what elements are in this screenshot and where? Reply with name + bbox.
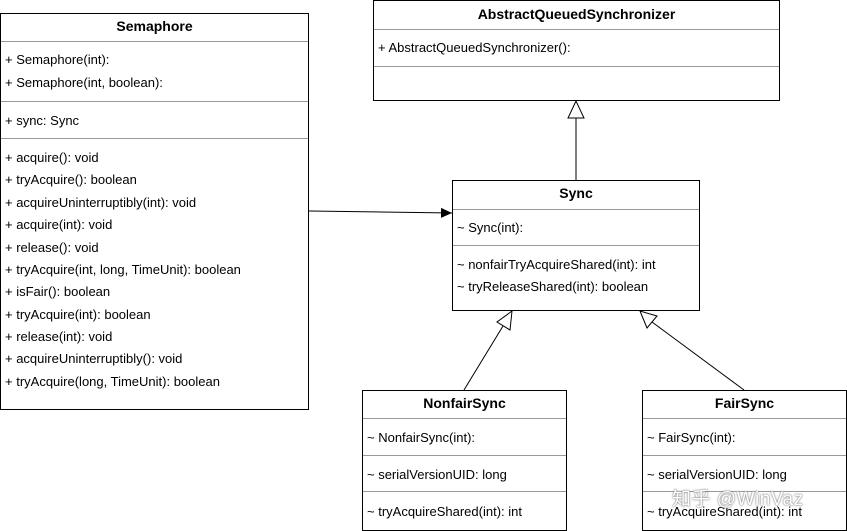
- method: + tryAcquire(int): boolean: [5, 307, 151, 322]
- method: + release(int): void: [5, 329, 113, 344]
- class-title: FairSync: [714, 395, 775, 411]
- field: + sync: Sync: [5, 113, 80, 128]
- method: + isFair(): boolean: [5, 284, 111, 299]
- method: + release(): void: [5, 240, 99, 255]
- inheritance-fair-sync: [651, 321, 745, 391]
- method: + tryAcquire(long, TimeUnit): boolean: [5, 374, 220, 389]
- constructor: ~ NonfairSync(int):: [367, 430, 476, 445]
- constructor: + Semaphore(int, boolean):: [5, 75, 163, 90]
- inheritance-arrowhead-aqs: [567, 99, 585, 119]
- inheritance-arrowhead-nonfair: [496, 309, 513, 331]
- class-sync: Sync ~ Sync(int): ~ nonfairTryAcquireSha…: [452, 180, 700, 311]
- inheritance-arrowhead-fair: [639, 310, 658, 329]
- class-title: Sync: [559, 185, 593, 201]
- class-title: AbstractQueuedSynchronizer: [477, 6, 676, 22]
- class-title: NonfairSync: [423, 395, 506, 411]
- constructor: + AbstractQueuedSynchronizer():: [378, 40, 571, 55]
- method: + acquireUninterruptibly(): void: [5, 351, 183, 366]
- field: ~ serialVersionUID: long: [367, 467, 507, 482]
- method: ~ nonfairTryAcquireShared(int): int: [457, 257, 656, 272]
- inheritance-nonfair-sync: [463, 325, 504, 391]
- method: + tryAcquire(): boolean: [5, 172, 137, 187]
- association-semaphore-sync: [308, 207, 453, 218]
- constructor: ~ FairSync(int):: [647, 430, 736, 445]
- field: ~ serialVersionUID: long: [647, 467, 787, 482]
- watermark: 知乎 @WinVaz: [672, 489, 804, 510]
- method: + acquire(int): void: [5, 217, 113, 232]
- class-semaphore: Semaphore + Semaphore(int): + Semaphore(…: [0, 13, 309, 410]
- class-abstract-queued-synchronizer: AbstractQueuedSynchronizer + AbstractQue…: [373, 0, 780, 101]
- method: + acquireUninterruptibly(int): void: [5, 195, 197, 210]
- method: + acquire(): void: [5, 150, 99, 165]
- class-title: Semaphore: [116, 18, 193, 34]
- method: + tryAcquire(int, long, TimeUnit): boole…: [5, 262, 241, 277]
- class-nonfair-sync: NonfairSync ~ NonfairSync(int): ~ serial…: [362, 390, 567, 531]
- method: ~ tryAcquireShared(int): int: [367, 504, 522, 519]
- method: ~ tryAcquireShared(int): int: [647, 504, 802, 519]
- method: ~ tryReleaseShared(int): boolean: [457, 279, 649, 294]
- constructor: + Semaphore(int):: [5, 52, 110, 67]
- constructor: ~ Sync(int):: [457, 220, 524, 235]
